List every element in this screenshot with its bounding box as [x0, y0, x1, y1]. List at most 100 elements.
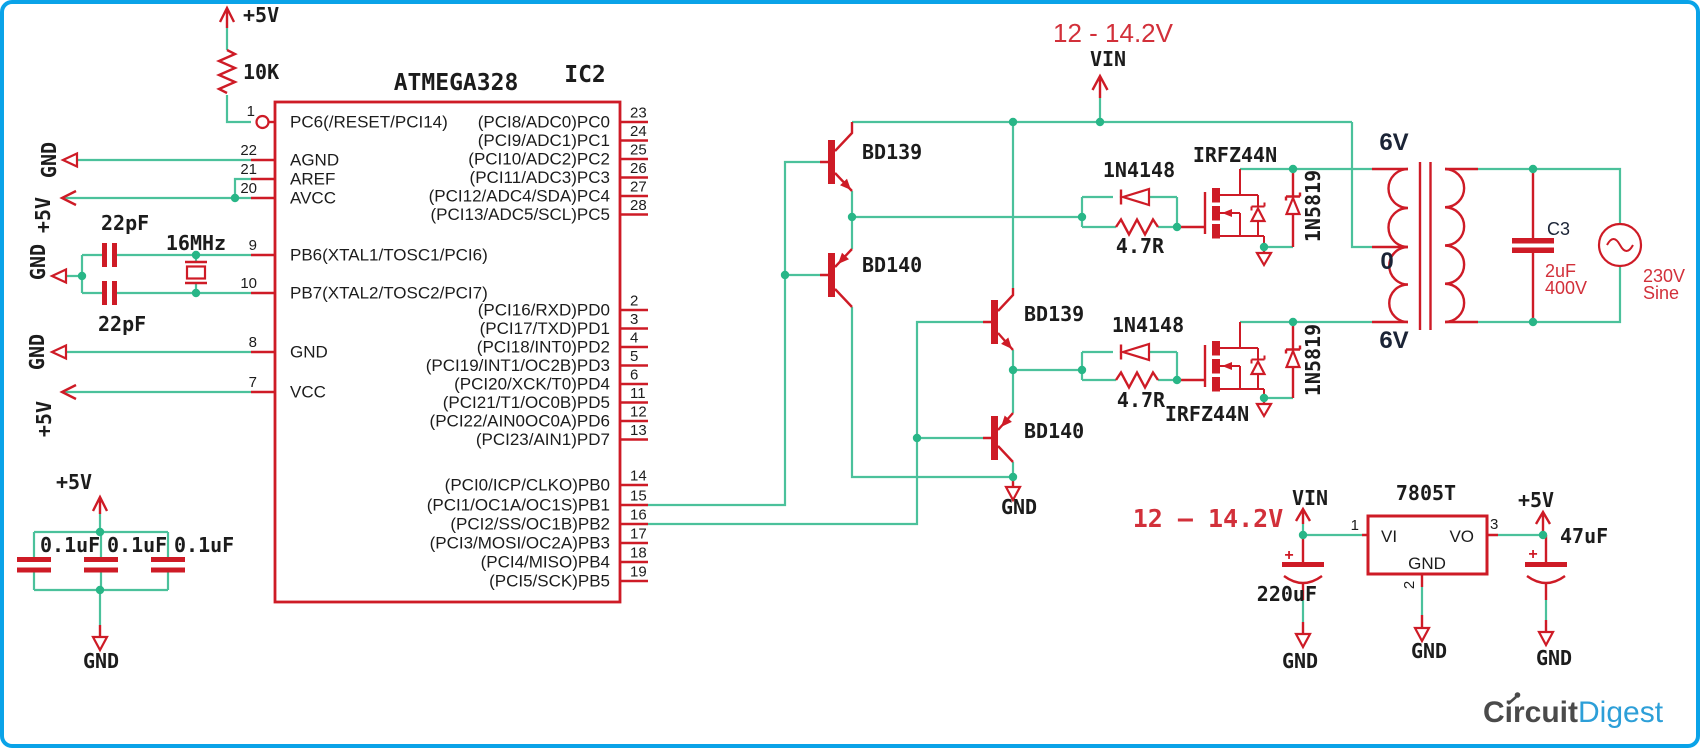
diode-label: 1N4148 — [1103, 158, 1175, 182]
pin-number: 26 — [630, 160, 647, 177]
gate-network-top: 1N4148 4.7R — [1103, 158, 1205, 258]
mosfet-label: IRFZ44N — [1193, 143, 1277, 167]
pin-number: 20 — [240, 180, 257, 197]
pin-number: 9 — [249, 237, 257, 254]
polarity-plus: + — [1284, 547, 1293, 564]
diode-label: 1N4148 — [1112, 313, 1184, 337]
gnd-label: GND — [1411, 639, 1447, 663]
pin-number: 4 — [630, 330, 638, 347]
reg-pin-number: 3 — [1490, 516, 1498, 533]
pin-name: (PCI16/RXD)PD0 — [478, 301, 610, 320]
sine-icon — [1606, 238, 1634, 252]
pin-number: 23 — [630, 105, 647, 122]
decoupling-caps: +5V 0.1uF 0.1uF 0.1uF GND — [17, 470, 234, 673]
transformer-core — [1418, 162, 1432, 330]
polarity-plus: + — [1528, 546, 1537, 563]
mosfet-top: IRFZ44N 1N5819 — [1193, 143, 1325, 268]
pin-number: 27 — [630, 179, 647, 196]
pin-name: PB7(XTAL2/TOSC2/PCI7) — [290, 284, 488, 303]
regulator-body — [1366, 514, 1489, 576]
left-power-flags: GND +5V GND GND +5V — [25, 142, 79, 437]
pin-name: AGND — [290, 151, 339, 170]
cap-value: 22pF — [98, 312, 146, 336]
mosfet-arrow — [1222, 209, 1232, 217]
p5v-arrow-icon — [91, 494, 109, 514]
emitter-arrow — [840, 178, 851, 190]
logo-accent-dot — [1514, 692, 1521, 698]
cap-value: 2uF — [1545, 261, 1576, 281]
vin-label: VIN — [1292, 486, 1328, 510]
resistor-10k — [216, 48, 238, 95]
pin-name: (PCI4/MISO)PB4 — [481, 553, 610, 572]
cap-value: 0.1uF — [174, 533, 234, 557]
pin-name: (PCI0/ICP/CLKO)PB0 — [445, 476, 610, 495]
secondary-winding — [1444, 167, 1466, 324]
tap-label-center: 0 — [1380, 248, 1393, 275]
diode-1n4148 — [1119, 187, 1151, 207]
reg-gnd-label: GND — [1408, 554, 1446, 573]
cap-curved-plate — [1526, 575, 1566, 585]
power-flag-label: +5V — [243, 3, 279, 27]
voltage-regulator: 12 – 14.2V VIN 1 7805T VI VO GND 3 2 GND… — [1133, 481, 1608, 673]
pin-number: 16 — [630, 507, 647, 524]
pin-number: 7 — [249, 374, 257, 391]
primary-winding — [1387, 167, 1409, 324]
gnd-arrow-icon — [49, 267, 68, 285]
load-type: Sine — [1643, 283, 1679, 303]
pin-number: 14 — [630, 468, 647, 485]
pin-number: 24 — [630, 123, 647, 140]
pin-name: (PCI17/TXD)PD1 — [480, 319, 610, 338]
pin-name: (PCI9/ADC1)PC1 — [478, 131, 610, 150]
pin-number: 13 — [630, 422, 647, 439]
pin-number: 12 — [630, 404, 647, 421]
pin-name: (PCI23/AIN1)PD7 — [476, 430, 610, 449]
gate-resistor — [1115, 216, 1159, 238]
cap-curved-plate — [1283, 575, 1323, 585]
pin-name: AREF — [290, 170, 335, 189]
pin-number: 11 — [630, 385, 646, 402]
pin-number: 1 — [247, 103, 255, 120]
gnd-arrow-icon — [60, 151, 79, 169]
transistor-label: BD139 — [862, 140, 922, 164]
transformer: 6V 0 6V — [1372, 129, 1478, 354]
cap-voltage: 400V — [1545, 278, 1587, 298]
pin-number: 3 — [630, 311, 638, 328]
pin-number: 28 — [630, 197, 647, 214]
cap-value: 47uF — [1560, 524, 1608, 548]
reg-input-range: 12 – 14.2V — [1133, 504, 1284, 533]
output-filter: C3 2uF 400V 230V Sine — [1512, 169, 1685, 322]
pin-name: AVCC — [290, 189, 336, 208]
gnd-arrow-icon — [1294, 632, 1312, 650]
pin-number: 17 — [630, 526, 647, 543]
logo-circuit: Circuit — [1483, 696, 1578, 729]
p5v-arrow-icon — [59, 189, 77, 207]
vin-top: 12 - 14.2V VIN — [1053, 18, 1174, 98]
junction-dots — [77, 117, 1548, 595]
ic-title: ATMEGA328 — [394, 70, 519, 96]
pin-name: (PCI22/AIN0OC0A)PD6 — [430, 412, 610, 431]
mosfet-arrow — [1222, 362, 1232, 370]
reg-pin-number: 2 — [1401, 581, 1418, 589]
gnd-label: GND — [26, 244, 50, 280]
emitter-arrow — [838, 252, 849, 264]
vin-arrow-icon — [1091, 73, 1109, 98]
gnd-label: GND — [1536, 646, 1572, 670]
gnd-arrow-icon — [1004, 485, 1022, 503]
schottky-label: 1N5819 — [1301, 170, 1325, 242]
schottky-1n5819 — [1284, 195, 1302, 216]
vin-range-label: 12 - 14.2V — [1053, 18, 1174, 48]
reg-vo-label: VO — [1449, 527, 1474, 546]
pin-name: (PCI1/OC1A/OC1S)PB1 — [427, 496, 610, 515]
resistor-label: 4.7R — [1117, 388, 1166, 412]
body-diode — [1249, 359, 1267, 376]
cap-value: 220uF — [1257, 582, 1317, 606]
schottky-label: 1N5819 — [1301, 324, 1325, 396]
crystal-circuit: 22pF 22pF 16MHz — [98, 211, 226, 336]
p5v-arrow-icon — [59, 383, 77, 401]
bjt-base-bar — [828, 253, 835, 297]
pin-number: 18 — [630, 545, 647, 562]
logo-digest: Digest — [1578, 696, 1664, 729]
emitter-arrow — [1001, 337, 1012, 349]
crystal-plates — [185, 260, 207, 285]
